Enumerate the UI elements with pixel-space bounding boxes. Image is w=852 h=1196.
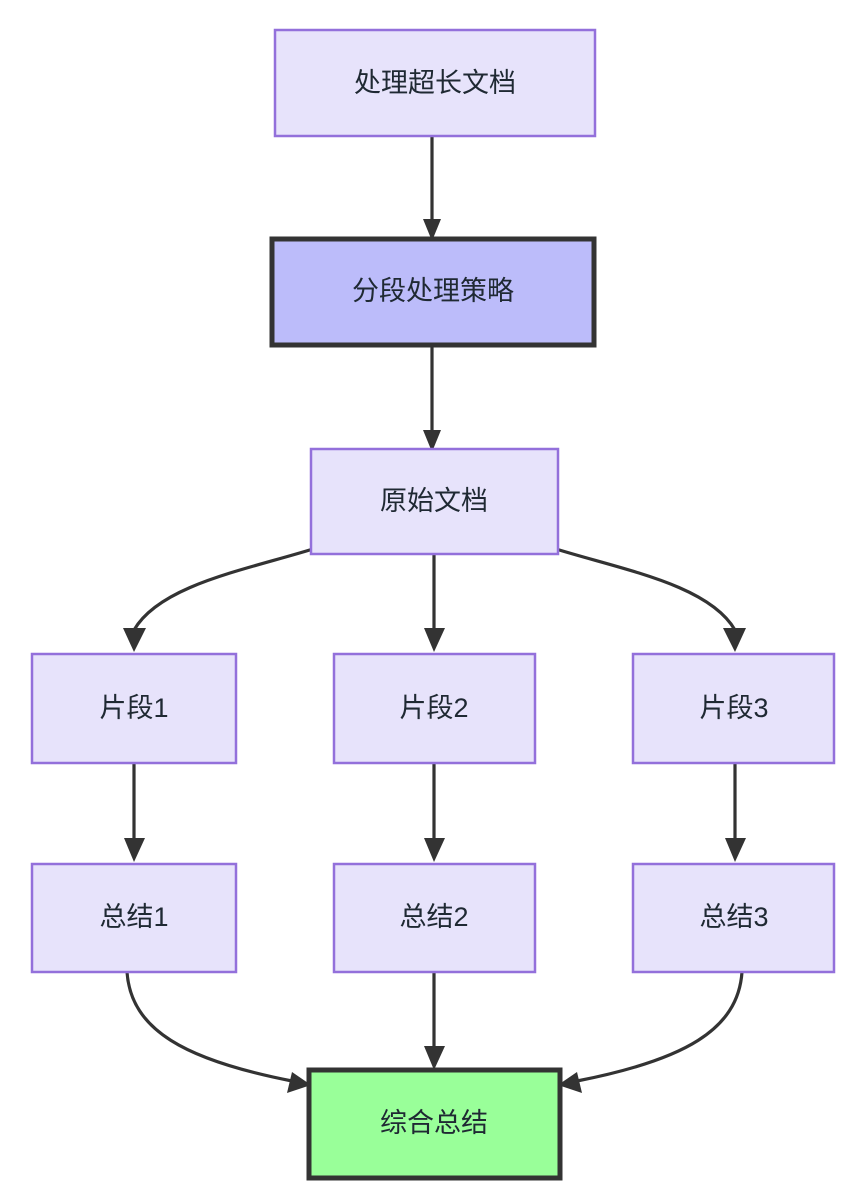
edge-chunk1-to-summary1 — [124, 763, 145, 862]
node-final-summary-rect[interactable] — [306, 1067, 563, 1181]
node-chunk-1-rect[interactable] — [30, 652, 238, 765]
node-chunk-3[interactable]: 片段3 — [631, 652, 836, 765]
edge-summary1-to-final — [125, 971, 311, 1093]
edge-source-to-chunk2 — [424, 554, 445, 652]
node-summary-2-label: 总结2 — [399, 902, 468, 932]
node-layer: 处理超长文档 分段处理策略 原始文档 片段1 片段2 — [30, 28, 836, 1181]
edge-process-to-strategy — [423, 136, 441, 241]
node-process-long-document[interactable]: 处理超长文档 — [273, 28, 597, 138]
node-process-long-document-label: 处理超长文档 — [354, 68, 516, 98]
edge-strategy-to-source — [423, 345, 441, 452]
node-summary-3[interactable]: 总结3 — [631, 862, 836, 974]
node-summary-2[interactable]: 总结2 — [332, 862, 537, 974]
edge-summary3-to-final — [558, 971, 744, 1093]
node-final-summary[interactable]: 综合总结 — [306, 1067, 563, 1181]
node-chunking-strategy-rect[interactable] — [269, 236, 597, 348]
node-chunk-2-label: 片段2 — [399, 693, 468, 723]
node-source-document-rect[interactable] — [309, 447, 560, 556]
node-chunk-1-label: 片段1 — [99, 693, 168, 723]
node-chunk-2[interactable]: 片段2 — [332, 652, 537, 765]
node-chunk-3-label: 片段3 — [699, 693, 768, 723]
node-source-document-label: 原始文档 — [380, 486, 488, 516]
node-final-summary-label: 综合总结 — [380, 1108, 488, 1138]
node-summary-1-label: 总结1 — [99, 902, 168, 932]
node-chunk-2-rect[interactable] — [332, 652, 537, 765]
node-summary-1[interactable]: 总结1 — [30, 862, 238, 974]
edge-chunk2-to-summary2 — [424, 763, 445, 862]
node-chunking-strategy-label: 分段处理策略 — [352, 276, 514, 306]
node-source-document[interactable]: 原始文档 — [309, 447, 560, 556]
node-process-long-document-rect[interactable] — [273, 28, 597, 138]
node-chunk-3-rect[interactable] — [631, 652, 836, 765]
edge-source-to-chunk1 — [123, 547, 314, 652]
edge-layer — [123, 136, 746, 1093]
edge-summary2-to-final — [424, 972, 445, 1070]
node-summary-1-rect[interactable] — [30, 862, 238, 974]
edge-source-to-chunk3 — [555, 547, 746, 652]
node-summary-3-label: 总结3 — [699, 902, 768, 932]
node-summary-2-rect[interactable] — [332, 862, 537, 974]
edge-chunk3-to-summary3 — [725, 763, 746, 862]
node-chunk-1[interactable]: 片段1 — [30, 652, 238, 765]
node-chunking-strategy[interactable]: 分段处理策略 — [269, 236, 597, 348]
node-summary-3-rect[interactable] — [631, 862, 836, 974]
